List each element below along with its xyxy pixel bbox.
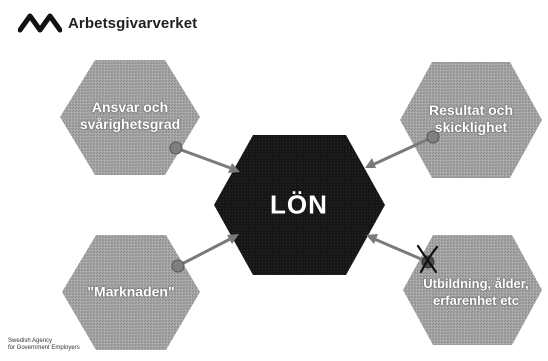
factor-label-bottom-left-line1: "Marknaden" [87, 283, 175, 300]
factor-label-bottom-right-line2: erfarenhet etc [433, 293, 519, 308]
factor-label-top-left-line2: svårighetsgrad [79, 116, 181, 132]
footer-line1: Swedish Agency [8, 338, 53, 344]
factor-label-top-left: Ansvar och svårighetsgrad [80, 99, 180, 133]
connector-bottom-left [171, 234, 239, 273]
factor-label-bottom-right-line1: Utbildning, ålder, [423, 276, 529, 291]
connector-bottom-right [366, 234, 435, 269]
hexagon-bottom-right [403, 235, 542, 345]
footer-line2: for Government Employers [8, 345, 80, 351]
factor-label-top-right: Resultat och skicklighet [429, 102, 513, 136]
factor-label-top-right-line1: Resultat och [428, 102, 514, 118]
factor-label-bottom-left: "Marknaden" [87, 284, 174, 301]
connector-top-right [365, 130, 440, 168]
center-label: LÖN [270, 189, 328, 220]
brand-name: Arbetsgivarverket [68, 14, 198, 32]
factor-label-bottom-right: Utbildning, ålder, erfarenhet etc [423, 275, 528, 309]
hexagon-top-left [60, 60, 200, 175]
brand-header: Arbetsgivarverket [18, 10, 197, 36]
cross-out-mark [416, 244, 439, 274]
factor-label-top-left-line1: Ansvar och [91, 99, 169, 115]
hexagon-center [214, 135, 385, 275]
factor-label-top-right-line2: skicklighet [434, 119, 508, 135]
footer-agency-text: Swedish Agency for Government Employers [8, 338, 80, 352]
hexagon-top-right [400, 62, 542, 178]
arbetsgivarverket-wave-logo-icon [18, 13, 62, 33]
connector-top-left [169, 141, 240, 173]
hexagon-bottom-left [62, 235, 200, 350]
